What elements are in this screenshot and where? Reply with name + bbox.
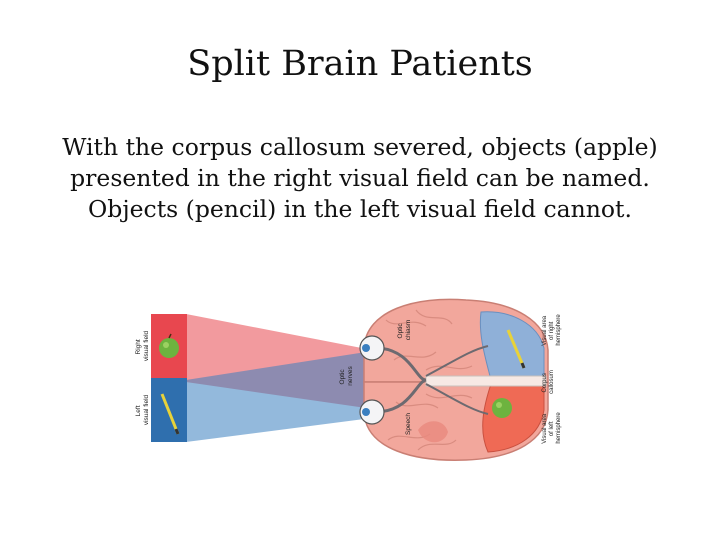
body-line-3: Objects (pencil) in the left visual fiel…	[88, 195, 632, 223]
brain-apple-icon	[492, 398, 512, 418]
optic-nerves-label: Optic nerves	[339, 365, 354, 385]
split-brain-diagram: Right visual field Left visual field	[135, 298, 562, 461]
slide-body-text: With the corpus callosum severed, object…	[30, 132, 690, 225]
split-brain-figure: Right visual field Left visual field	[126, 290, 586, 470]
apple-icon	[159, 333, 179, 358]
left-field-light-cone	[186, 352, 372, 442]
body-line-2: presented in the right visual field can …	[70, 164, 650, 192]
speech-area	[418, 421, 448, 443]
right-visual-field-label: Right visual field	[135, 330, 150, 361]
corpus-callosum-label: Corpus callosum	[542, 370, 555, 394]
left-visual-field-label: Left visual field	[135, 394, 150, 425]
slide-title: Split Brain Patients	[187, 44, 533, 84]
brain-pencil-icon	[506, 329, 526, 369]
corpus-callosum	[425, 375, 547, 387]
speech-label: Speech	[405, 413, 412, 435]
pencil-icon	[160, 393, 180, 435]
right-eye-icon	[359, 335, 385, 361]
left-eye-icon	[359, 399, 385, 425]
optic-chiasm-label: Optic chiasm	[397, 320, 412, 341]
visual-area-right-label: Visual area of right hemisphere	[542, 314, 562, 346]
body-line-1: With the corpus callosum severed, object…	[62, 133, 658, 161]
visual-area-left-label: Visual area of left hemisphere	[542, 412, 562, 444]
brain-icon	[363, 298, 549, 461]
